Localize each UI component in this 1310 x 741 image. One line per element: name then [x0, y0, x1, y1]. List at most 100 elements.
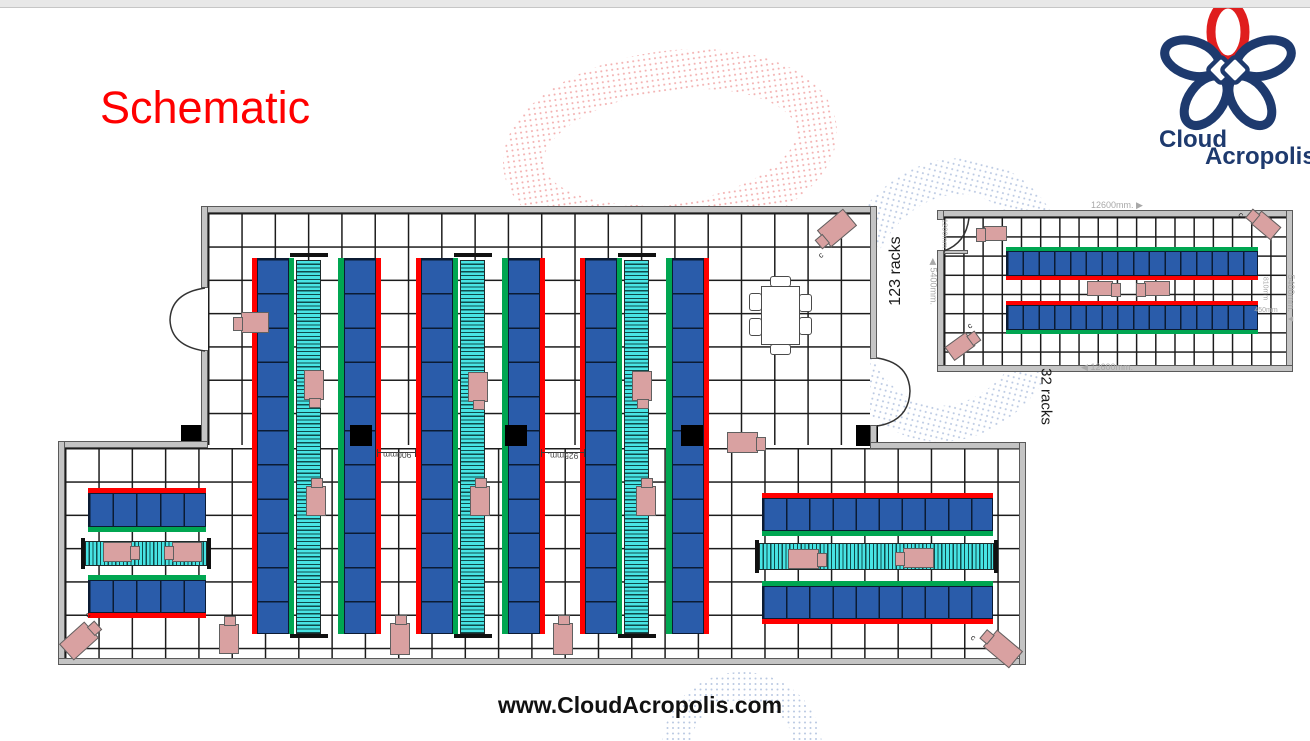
decor-blue-petal-bottom — [662, 672, 822, 741]
wall-segment — [937, 210, 944, 220]
cold-aisle-line — [502, 258, 508, 634]
hot-aisle-line — [540, 258, 545, 634]
crac-unit-nub — [475, 478, 487, 488]
hot-aisle-line — [376, 258, 381, 634]
crac-unit-nub — [473, 400, 485, 410]
cold-aisle-tiles — [460, 260, 485, 634]
cold-aisle-line — [1006, 330, 1258, 334]
pillar — [505, 425, 527, 446]
hot-aisle-line — [762, 493, 993, 498]
crac-unit-nub — [164, 546, 174, 560]
small-room-depth-left-dimension: ◀ 5400mm. — [928, 258, 939, 305]
cold-aisle-line — [289, 258, 294, 634]
rack-row — [344, 258, 376, 634]
crac-unit — [306, 478, 326, 516]
hot-aisle-line — [416, 258, 421, 634]
hot-aisle-line — [762, 619, 993, 624]
cold-aisle-line — [453, 258, 458, 634]
logo-flower-icon — [1160, 0, 1296, 131]
small-room-door-dimension: 1200mm. — [940, 218, 950, 251]
chair — [799, 317, 812, 335]
aisle-end-bracket — [618, 634, 656, 638]
crac-unit — [1087, 281, 1121, 297]
crac-unit-nub — [976, 227, 986, 242]
page-title: Schematic — [100, 82, 311, 133]
cloud-acropolis-logo: Cloud Acropolis — [1150, 0, 1310, 182]
crac-unit-nub — [895, 552, 905, 566]
rack-row — [88, 580, 206, 613]
aisle-end-bracket — [290, 253, 328, 257]
logo-text-acropolis: Acropolis — [1205, 143, 1310, 170]
hot-aisle-line — [1006, 276, 1258, 280]
crac-unit-nub — [233, 316, 243, 331]
rack-row — [672, 258, 704, 634]
hot-aisle-1-dimension: 900mm. — [380, 450, 412, 460]
rack-row — [762, 498, 993, 531]
aisle-end-bracket — [454, 634, 492, 638]
crac-unit — [164, 542, 202, 562]
rack-row — [1006, 251, 1258, 276]
rack-row — [1006, 305, 1258, 330]
left-double-door-arc — [169, 287, 206, 321]
rack-row-clearance-dimension: 450mm — [1254, 307, 1278, 314]
dimension-tick — [415, 449, 416, 457]
dimension-tick — [377, 449, 378, 457]
hot-aisle-line — [88, 613, 206, 618]
rack-row — [88, 493, 206, 527]
crac-unit-nub — [309, 398, 321, 408]
conference-table — [761, 286, 800, 345]
rack-row — [762, 586, 993, 619]
small-room-door-arc — [943, 217, 970, 252]
pillar — [181, 425, 203, 446]
rack-row-offset-dimension: 810mm — [1261, 276, 1269, 301]
crac-unit-nub — [756, 436, 766, 451]
crac-unit-nub — [1111, 282, 1121, 297]
pillar — [350, 425, 372, 446]
crac-unit — [788, 549, 827, 569]
rack-row — [585, 258, 617, 634]
crac-unit-nub — [1136, 282, 1146, 297]
crac-unit — [470, 478, 490, 516]
aisle-end-bracket — [755, 540, 759, 573]
cold-aisle-line — [666, 258, 672, 634]
cold-aisle-line — [1006, 247, 1258, 251]
left-double-door-arc — [169, 319, 206, 352]
wall-segment — [1019, 442, 1026, 665]
small-room-width-bottom-dimension: ◀ 12600mm. — [1081, 362, 1133, 372]
crac-unit-nub — [641, 478, 653, 488]
hot-aisle-line — [252, 258, 257, 634]
crac-unit-nub — [130, 546, 140, 560]
dimension-tick — [541, 452, 585, 453]
crac-unit — [219, 616, 239, 654]
crac-unit — [727, 432, 766, 453]
crac-unit — [1136, 281, 1170, 297]
cold-aisle-line — [338, 258, 344, 634]
rack-row — [421, 258, 453, 634]
crac-unit-nub — [224, 616, 236, 626]
crac-unit — [895, 548, 934, 568]
crac-unit-nub — [558, 615, 570, 625]
cold-aisle-line — [88, 575, 206, 580]
cold-aisle-line — [762, 581, 993, 586]
right-double-door-arc — [876, 390, 911, 427]
crac-unit-nub — [817, 553, 827, 567]
chair — [749, 318, 762, 336]
cold-aisle-line — [88, 527, 206, 532]
crac-unit — [553, 615, 573, 655]
rack-row — [508, 258, 540, 634]
crac-unit — [103, 542, 140, 562]
small-room-width-top-dimension: 12600mm. ▶ — [1091, 200, 1143, 210]
crac-unit — [632, 371, 652, 409]
small-room-rack-count-label: 32 racks — [1037, 368, 1055, 425]
chair — [799, 294, 812, 312]
dimension-tick — [377, 452, 416, 453]
crac-unit — [233, 312, 269, 333]
wall-segment — [937, 365, 1293, 372]
crac-unit — [390, 615, 410, 655]
crac-unit-nub — [311, 478, 323, 488]
crac-unit — [636, 478, 656, 516]
wall-segment — [944, 250, 968, 254]
aisle-end-bracket — [454, 253, 492, 257]
